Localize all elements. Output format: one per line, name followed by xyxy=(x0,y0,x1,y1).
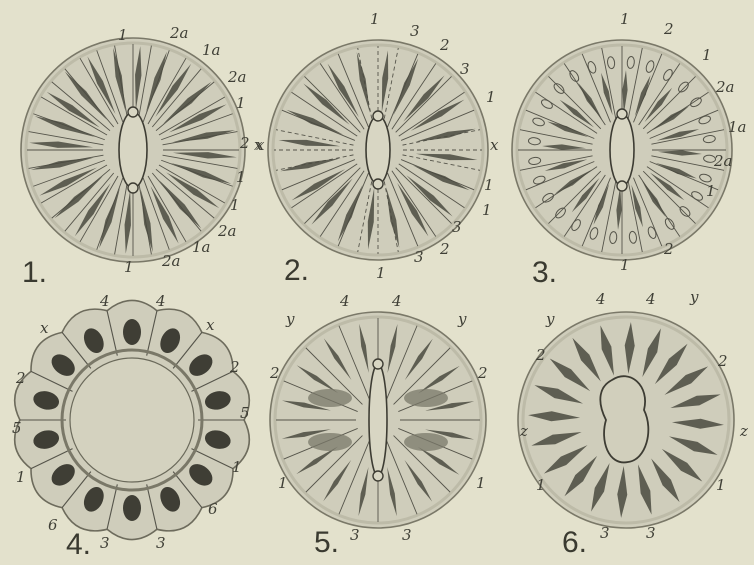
label: 2 xyxy=(663,240,674,258)
figure-number-4: 4. xyxy=(66,528,91,562)
label: 2a xyxy=(713,152,733,170)
label: 1 xyxy=(278,474,288,492)
label: 1 xyxy=(476,474,486,492)
label: 4 xyxy=(155,292,166,310)
label: 2a xyxy=(169,24,189,42)
label: 1 xyxy=(702,46,712,64)
canal-pore xyxy=(128,107,138,117)
chromatin-mass xyxy=(404,389,448,407)
figure-number-2: 2. xyxy=(284,254,309,288)
canal-pore xyxy=(373,471,383,481)
label: 1 xyxy=(236,168,246,186)
label: 6 xyxy=(48,516,58,534)
label: 1 xyxy=(536,476,546,494)
label: 5 xyxy=(12,419,22,437)
label: 4 xyxy=(645,290,656,308)
label: 1a xyxy=(728,118,747,136)
label: 2 xyxy=(229,358,240,376)
label: 3 xyxy=(414,248,424,266)
label: x xyxy=(40,319,49,337)
label: x xyxy=(490,136,499,154)
label: 4 xyxy=(99,292,110,310)
central-canal xyxy=(119,112,147,188)
label: 5 xyxy=(240,404,250,422)
label: 2 xyxy=(535,346,546,364)
chromatin-mass xyxy=(308,389,352,407)
label: z xyxy=(739,422,748,440)
label: 2 xyxy=(663,20,674,38)
label: 1 xyxy=(620,10,630,28)
label: 2a xyxy=(715,78,735,96)
canal-pore xyxy=(373,111,383,121)
drawings xyxy=(15,38,734,540)
label: y xyxy=(285,310,295,328)
canal-pore xyxy=(617,109,627,119)
label: 1 xyxy=(16,468,26,486)
label: 2 xyxy=(439,240,450,258)
central-cavity xyxy=(600,376,648,462)
label: 2 xyxy=(439,36,450,54)
label: 4 xyxy=(595,290,606,308)
label: 3 xyxy=(156,534,166,552)
label: 2 xyxy=(239,134,250,152)
central-canal xyxy=(610,114,634,186)
figure-number-3: 3. xyxy=(532,256,557,290)
label: 1a xyxy=(192,238,211,256)
label: y xyxy=(545,310,555,328)
figure-number-1: 1. xyxy=(22,256,47,290)
label: 4 xyxy=(339,292,350,310)
label: 3 xyxy=(410,22,420,40)
label: 3 xyxy=(600,524,610,542)
label: 3 xyxy=(100,534,110,552)
central-canal xyxy=(366,116,390,184)
label: 1 xyxy=(236,94,246,112)
canal-pore xyxy=(373,179,383,189)
label: 1 xyxy=(370,10,380,28)
label: 1 xyxy=(232,458,242,476)
nucleus xyxy=(123,495,141,521)
label: z xyxy=(519,422,528,440)
label: 2a xyxy=(217,222,237,240)
label: 6 xyxy=(208,500,218,518)
label: 1 xyxy=(376,264,386,282)
label: y xyxy=(689,288,699,306)
label: 1 xyxy=(482,201,492,219)
canal-pore xyxy=(617,181,627,191)
label: 1 xyxy=(124,258,134,276)
label: 3 xyxy=(460,60,470,78)
label: 3 xyxy=(646,524,656,542)
label: 1 xyxy=(620,256,630,274)
label: 3 xyxy=(350,526,360,544)
figure-number-6: 6. xyxy=(562,526,587,560)
label: 2a xyxy=(161,252,181,270)
label: 2 xyxy=(717,352,728,370)
label: 1a xyxy=(202,41,221,59)
label: y xyxy=(457,310,467,328)
figure-number-5: 5. xyxy=(314,526,339,560)
label: 1 xyxy=(484,176,494,194)
canal-pore xyxy=(373,359,383,369)
label: x xyxy=(206,316,215,334)
label: 2 xyxy=(15,369,26,387)
label: 2 xyxy=(477,364,488,382)
label: 1 xyxy=(486,88,496,106)
label: 3 xyxy=(452,218,462,236)
label: 1 xyxy=(118,26,128,44)
central-canal xyxy=(369,364,387,476)
chromatin-mass xyxy=(404,433,448,451)
label: 1 xyxy=(230,196,240,214)
label: 2a xyxy=(227,68,247,86)
label: 2 xyxy=(269,364,280,382)
label: 1 xyxy=(706,182,716,200)
label: 1 xyxy=(716,476,726,494)
label: 4 xyxy=(391,292,402,310)
nucleus xyxy=(123,319,141,345)
canal-pore xyxy=(128,183,138,193)
chromatin-mass xyxy=(308,433,352,451)
label: 3 xyxy=(402,526,412,544)
label: x xyxy=(256,136,265,154)
central-cavity xyxy=(70,358,194,482)
